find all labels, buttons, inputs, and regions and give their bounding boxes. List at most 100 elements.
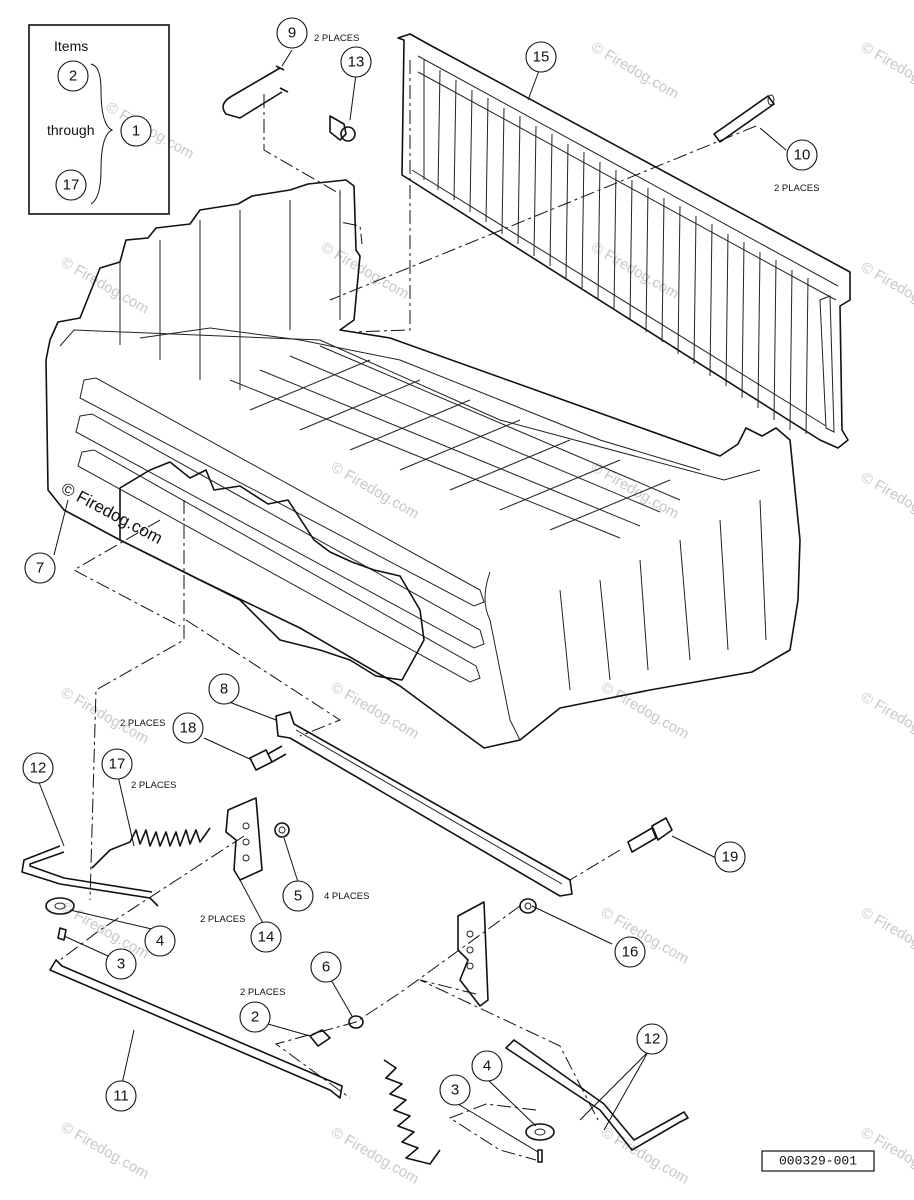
callout-12: 12 xyxy=(636,1023,668,1055)
legend-end-label: 17 xyxy=(63,177,80,194)
watermark-text: © Firedog.com xyxy=(58,684,152,748)
callout-label: 8 xyxy=(220,681,228,698)
rod-left xyxy=(21,845,159,907)
cargo-box xyxy=(45,179,801,749)
callout-7: 7 xyxy=(24,552,56,584)
callout-3: 3 xyxy=(105,948,137,980)
callout-9: 9 xyxy=(276,17,308,49)
callout-label: 4 xyxy=(156,933,164,950)
screw-3-left xyxy=(57,927,67,941)
bolt-19 xyxy=(627,817,673,853)
legend-start-label: 2 xyxy=(69,68,77,85)
callout-label: 15 xyxy=(533,49,550,66)
callout-12: 12 xyxy=(22,752,54,784)
legend-box: Items through xyxy=(28,24,170,215)
bracket-left xyxy=(225,797,263,881)
callout-18: 18 xyxy=(172,712,204,744)
legend-connector: through xyxy=(47,122,94,138)
watermark-text: © Firedog.com xyxy=(598,679,692,743)
rod-11 xyxy=(49,959,343,1099)
legend-end-callout: 17 xyxy=(55,169,87,201)
latch-cable xyxy=(222,65,356,142)
callout-3: 3 xyxy=(439,1074,471,1106)
hinge-pin xyxy=(713,94,775,143)
screw-3-right xyxy=(537,1149,543,1163)
drawing-number: 000329-001 xyxy=(779,1154,857,1169)
callout-label: 19 xyxy=(722,849,739,866)
bolt-18 xyxy=(249,745,287,771)
washer-6 xyxy=(348,1015,364,1029)
watermark-text: © Firedog.com xyxy=(588,459,682,523)
callout-label: 3 xyxy=(451,1082,459,1099)
watermark-text: © Firedog.com xyxy=(598,904,692,968)
callout-11: 11 xyxy=(105,1080,137,1112)
callout-label: 16 xyxy=(622,944,639,961)
callout-label: 12 xyxy=(644,1031,661,1048)
callout-16: 16 xyxy=(614,936,646,968)
legend-assembly-label: 1 xyxy=(132,123,140,140)
callout-label: 18 xyxy=(180,720,197,737)
callout-label: 13 xyxy=(348,54,365,71)
callout-19: 19 xyxy=(714,841,746,873)
callout-label: 14 xyxy=(258,929,275,946)
watermark-text: © Firedog.com xyxy=(58,1119,152,1183)
note-2: 2 PLACES xyxy=(240,987,285,998)
rod-right xyxy=(505,1039,689,1151)
note-10: 2 PLACES xyxy=(774,183,819,194)
washer-4-left xyxy=(45,897,75,915)
callout-label: 12 xyxy=(30,760,47,777)
callout-label: 9 xyxy=(288,25,296,42)
note-5: 4 PLACES xyxy=(324,891,369,902)
washer-4-right xyxy=(525,1123,555,1141)
support-bar xyxy=(275,711,573,897)
legend-start-callout: 2 xyxy=(57,60,89,92)
callout-6: 6 xyxy=(310,951,342,983)
callout-8: 8 xyxy=(208,673,240,705)
watermark-text: © Firedog.com xyxy=(58,899,152,963)
callout-label: 11 xyxy=(113,1088,129,1105)
notes: 2 PLACES 2 PLACES 2 PLACES 2 PLACES 4 PL… xyxy=(120,33,819,998)
legend-assembly-callout: 1 xyxy=(120,115,152,147)
note-9: 2 PLACES xyxy=(314,33,359,44)
callout-label: 2 xyxy=(251,1009,259,1026)
watermark-text: © Firedog.com xyxy=(858,259,914,323)
watermark-main: © Firedog.com xyxy=(58,479,166,548)
callout-5: 5 xyxy=(282,880,314,912)
watermark-text: © Firedog.com xyxy=(588,39,682,103)
callout-14: 14 xyxy=(250,921,282,953)
callout-label: 17 xyxy=(109,756,126,773)
callout-10: 10 xyxy=(786,139,818,171)
spring-left xyxy=(91,827,211,869)
callout-label: 6 xyxy=(322,959,330,976)
watermark-text: © Firedog.com xyxy=(328,679,422,743)
callout-label: 4 xyxy=(483,1058,491,1075)
washer-16 xyxy=(519,898,537,914)
callout-15: 15 xyxy=(525,41,557,73)
callout-label: 7 xyxy=(36,560,44,577)
note-14: 2 PLACES xyxy=(200,914,245,925)
callout-2: 2 xyxy=(239,1001,271,1033)
watermark-text: © Firedog.com xyxy=(858,469,914,533)
callout-label: 5 xyxy=(294,888,302,905)
note-17: 2 PLACES xyxy=(131,780,176,791)
callout-4: 4 xyxy=(471,1050,503,1082)
tailgate xyxy=(397,33,851,449)
callout-4: 4 xyxy=(144,925,176,957)
nut-2 xyxy=(309,1029,331,1047)
watermark-text: © Firedog.com xyxy=(588,239,682,303)
legend-heading: Items xyxy=(54,38,88,54)
spring-right xyxy=(383,1059,441,1165)
drawing-number-box: 000329-001 xyxy=(761,1150,875,1172)
note-18: 2 PLACES xyxy=(120,718,165,729)
callout-13: 13 xyxy=(340,46,372,78)
watermark-text: © Firedog.com xyxy=(328,459,422,523)
watermark-text: © Firedog.com xyxy=(58,254,152,318)
watermark-text: © Firedog.com xyxy=(858,904,914,968)
washer-5 xyxy=(274,822,290,838)
assembly-lines xyxy=(59,60,757,1161)
watermark-text: © Firedog.com xyxy=(318,239,412,303)
watermark-text: © Firedog.com xyxy=(858,689,914,753)
callout-17: 17 xyxy=(101,748,133,780)
